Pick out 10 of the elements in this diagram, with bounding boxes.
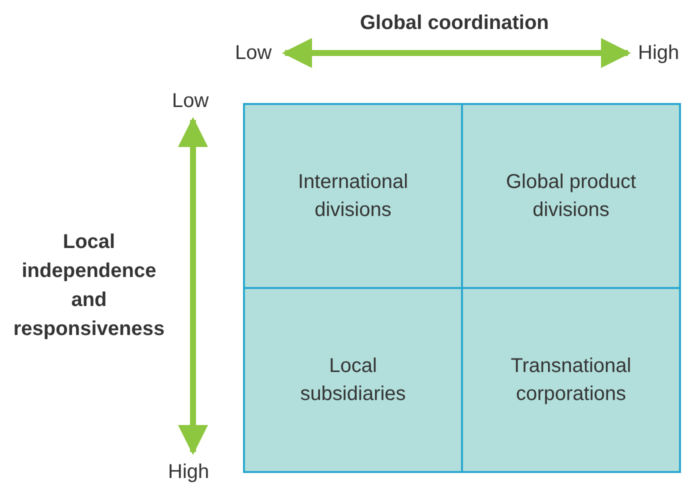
axis-title: Local independence and responsiveness [12, 230, 166, 342]
axis-label: Low [235, 42, 272, 65]
axis-label: High [638, 42, 680, 65]
axis-label: High [168, 461, 210, 484]
matrix-cell: Local subsidiaries [243, 287, 463, 473]
matrix-cell: Transnational corporations [461, 287, 681, 473]
matrix-cell: Global product divisions [461, 103, 681, 289]
matrix-cell: International divisions [243, 103, 463, 289]
axis-label: Low [172, 90, 209, 113]
axis-title: Global coordination [360, 12, 549, 35]
